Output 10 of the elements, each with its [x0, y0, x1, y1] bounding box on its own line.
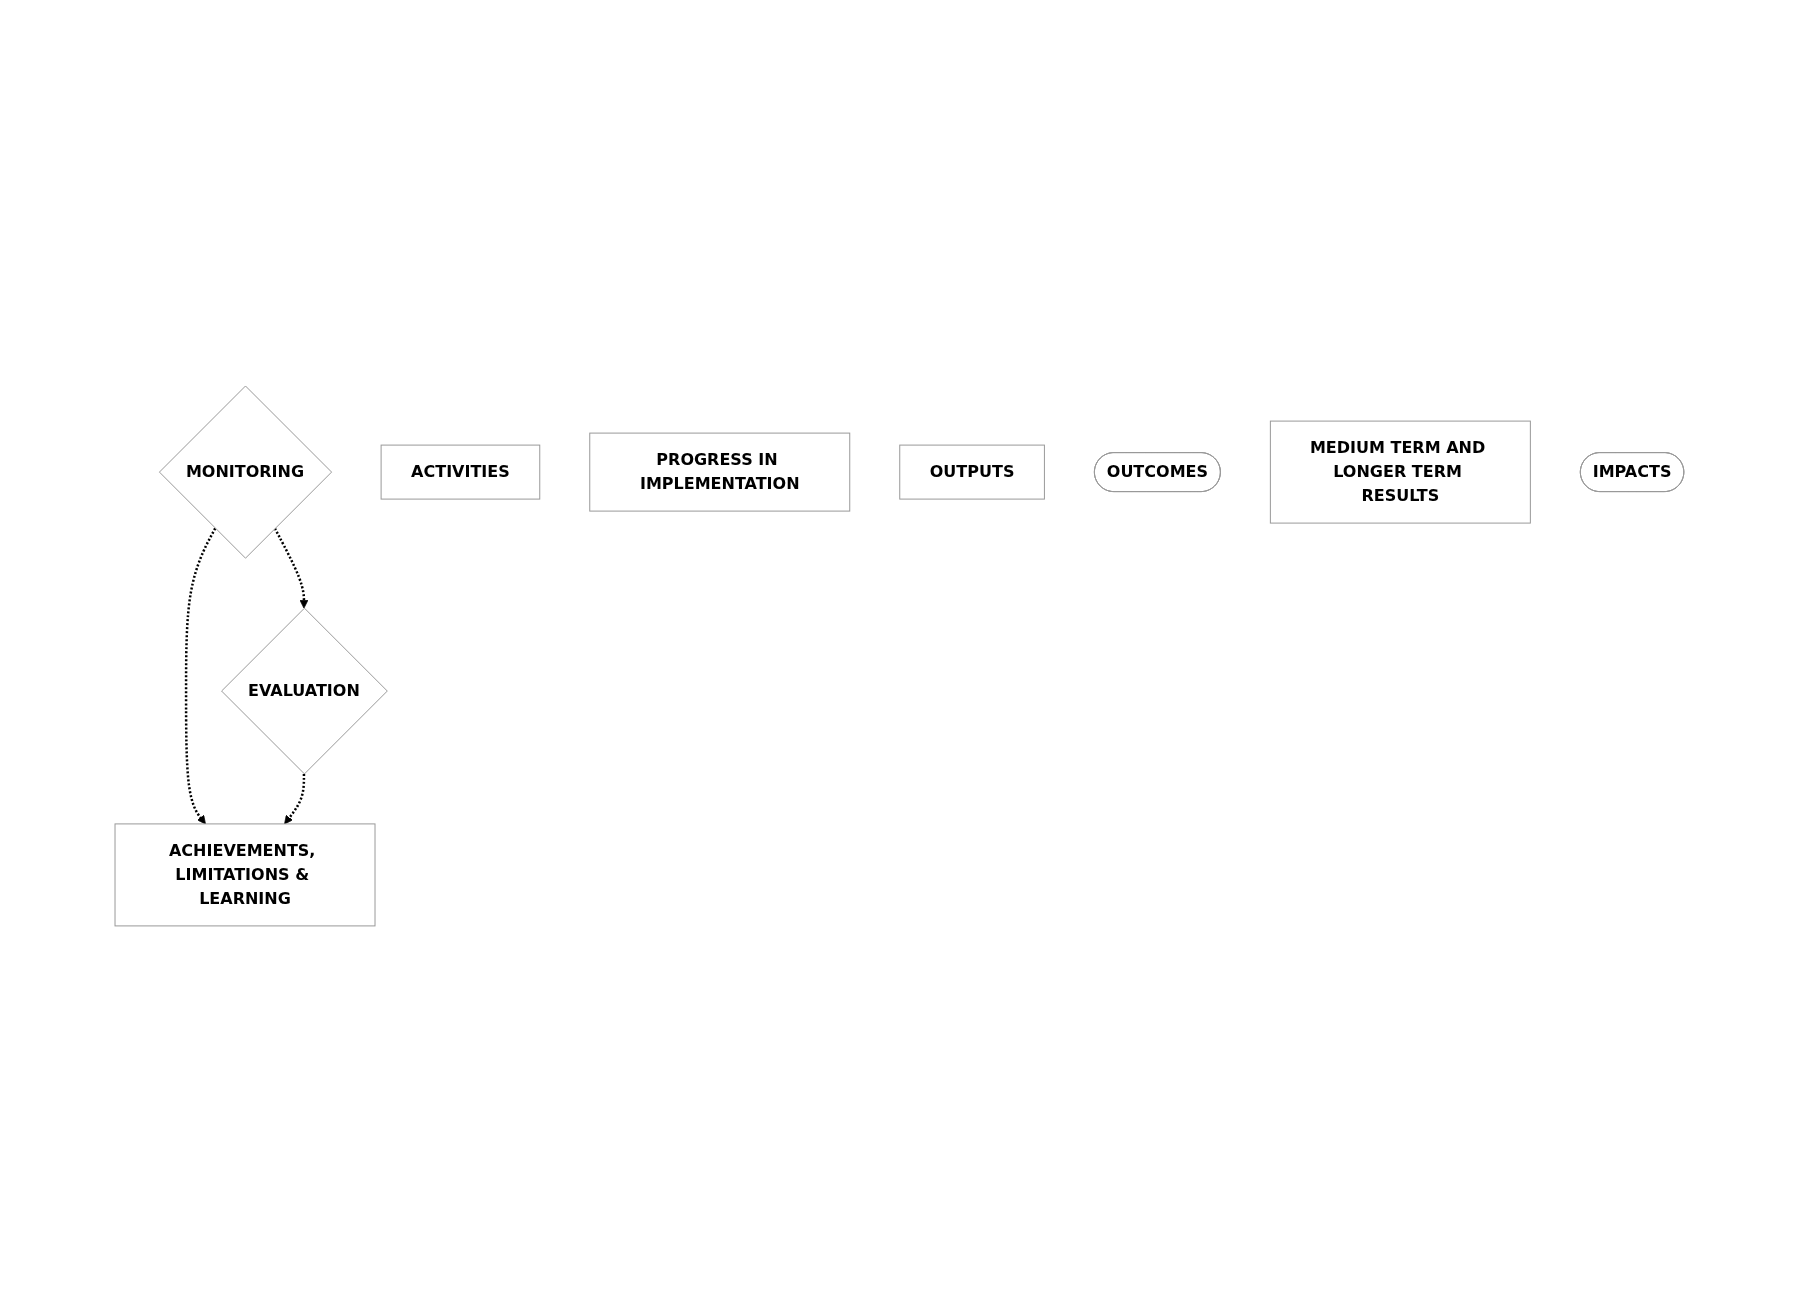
node-box: MEDIUM TERM AND LONGER TERM RESULTS: [1269, 420, 1531, 524]
node-diamond: EVALUATION: [220, 607, 388, 774]
arrow: [273, 527, 308, 609]
node-box: ACTIVITIES: [380, 444, 540, 500]
node-diamond: MONITORING: [158, 385, 332, 559]
node-box: PROGRESS IN IMPLEMENTATION: [588, 432, 850, 512]
node-box: ACHIEVEMENTS, LIMITATIONS & LEARNING: [114, 822, 376, 926]
node-box: OUTPUTS: [898, 444, 1045, 500]
arrow: [283, 773, 305, 824]
arrow: [184, 527, 216, 824]
